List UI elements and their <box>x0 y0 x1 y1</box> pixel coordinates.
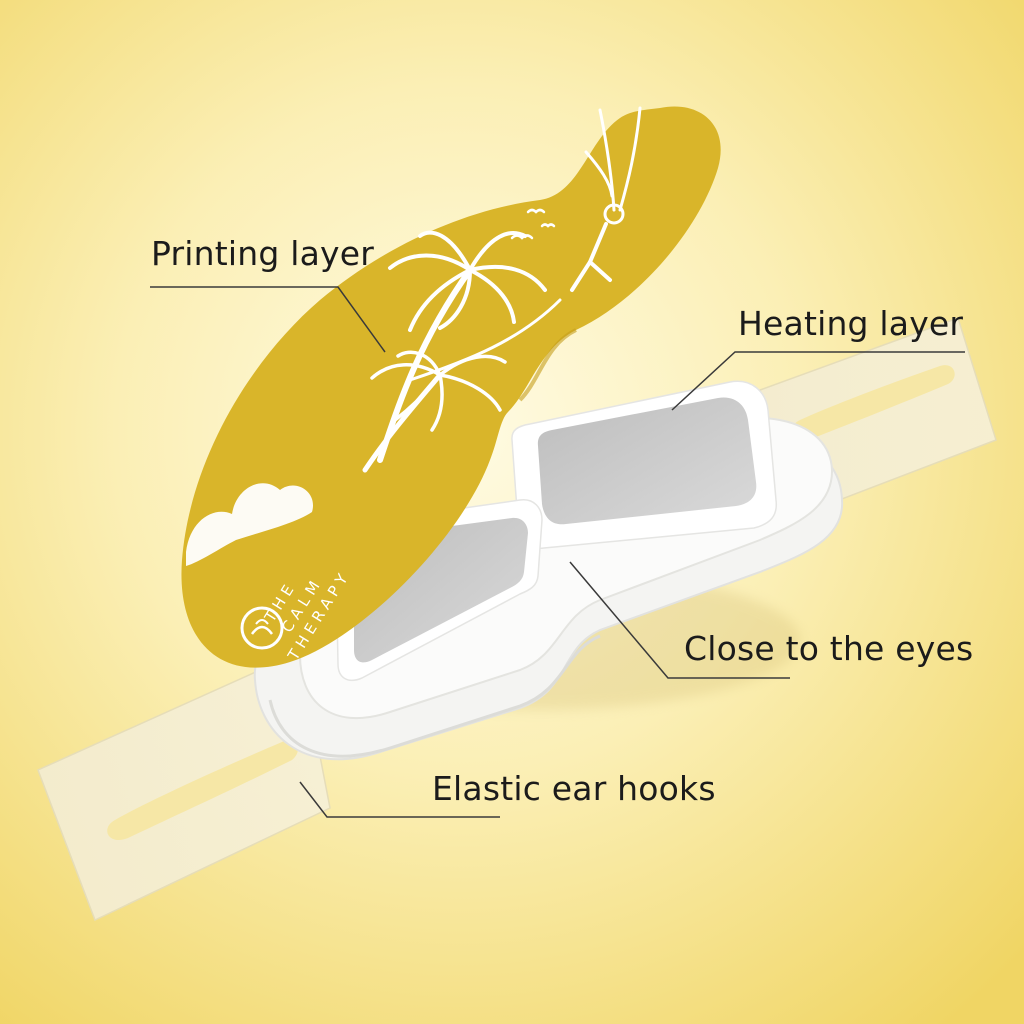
heating-pad-right <box>511 380 778 549</box>
callout-heating-layer: Heating layer <box>738 304 964 343</box>
printing-layer <box>181 106 721 668</box>
calm-therapy-logo-icon <box>240 606 284 650</box>
callout-line-elastic <box>299 781 500 818</box>
callout-elastic-ear-hooks: Elastic ear hooks <box>432 769 716 808</box>
callout-close-to-eyes: Close to the eyes <box>684 629 974 668</box>
swing-figure-icon <box>570 106 642 292</box>
cloud-icon <box>186 483 314 566</box>
bird-icon <box>510 208 556 240</box>
callout-lines <box>150 286 965 818</box>
callout-printing-layer: Printing layer <box>151 234 375 273</box>
callout-line-heating <box>671 351 965 411</box>
right-ear-hook-slot <box>792 365 955 442</box>
left-ear-hook-slot <box>107 740 298 841</box>
palm-tree-icon <box>362 350 507 473</box>
printing-layer-artwork <box>186 106 642 566</box>
callout-line-printing <box>150 286 386 353</box>
callout-line-close <box>569 561 790 679</box>
